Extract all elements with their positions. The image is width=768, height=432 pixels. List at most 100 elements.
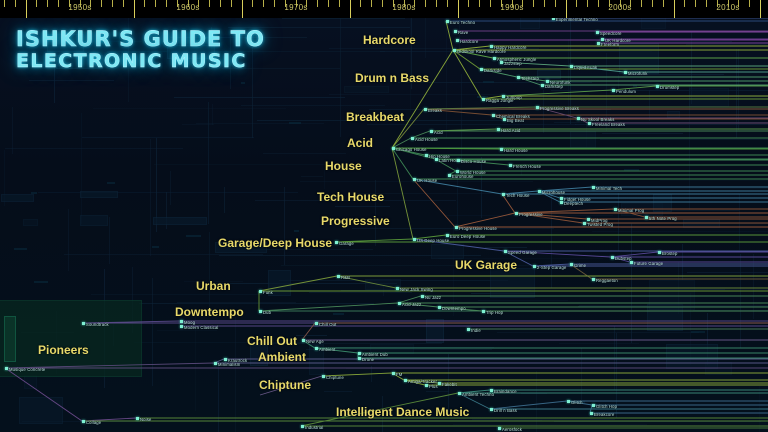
genre-edge (334, 238, 414, 243)
category-label-urban[interactable]: Urban (196, 279, 231, 293)
category-label-house[interactable]: House (325, 159, 362, 173)
genre-node-label: Trip Hop (486, 310, 504, 315)
genre-edge (4, 367, 137, 422)
genre-node-label: Fidget House (564, 197, 591, 202)
genre-node-marker (82, 420, 85, 423)
category-label-ambient[interactable]: Ambient (258, 350, 306, 364)
genre-node-label: Tech House (506, 193, 530, 198)
genre-node-marker (592, 186, 595, 189)
genre-node-marker (413, 178, 416, 181)
genre-node-marker (214, 362, 217, 365)
genre-node-marker (302, 339, 305, 342)
genre-node-marker (482, 98, 485, 101)
genre-node-marker (435, 158, 438, 161)
category-label-hardcore[interactable]: Hardcore (363, 33, 416, 47)
category-label-drum-n-bass[interactable]: Drum n Bass (355, 71, 430, 85)
genre-node-marker (658, 251, 661, 254)
genre-node-marker (497, 128, 500, 131)
genre-node-label: Krautrock (228, 358, 248, 363)
genre-node-marker (456, 39, 459, 42)
genre-node-label: Musique Concrete (9, 367, 46, 372)
genre-node-marker (396, 287, 399, 290)
genre-node-label: Nu Skool Breaks (581, 117, 615, 122)
genre-node-label: Drone (362, 357, 375, 362)
genre-node-marker (583, 222, 586, 225)
category-label-uk-garage[interactable]: UK Garage (455, 258, 518, 272)
genre-edge (259, 375, 323, 396)
genre-node-label: Indie (471, 328, 481, 333)
genre-node-label: FM (396, 372, 403, 377)
genre-node-label: Speed Garage (508, 250, 538, 255)
genre-node-label: Nu Jazz (425, 295, 442, 300)
genre-node-marker (538, 190, 541, 193)
genre-node-marker (82, 322, 85, 325)
genre-node-marker (259, 310, 262, 313)
page-title: ISHKUR'S GUIDE TO ELECTRONIC MUSIC (16, 28, 265, 71)
genre-node-label: Reggaeton (596, 278, 618, 283)
genre-node-label: Acid Jazz (402, 302, 422, 307)
category-label-tech-house[interactable]: Tech House (317, 190, 385, 204)
genre-node-marker (541, 84, 544, 87)
genre-node-label: New Jack Swing (400, 287, 433, 292)
genre-node-label: Chiptune (326, 375, 344, 380)
genre-node-label: Twisted Prog (587, 222, 614, 227)
category-label-progressive[interactable]: Progressive (321, 214, 390, 228)
genre-node-label: Chill Out (319, 322, 337, 327)
genre-node-marker (458, 392, 461, 395)
genre-node-label: Disco House (461, 159, 487, 164)
genre-node-label: Happy Hardcore (494, 45, 527, 50)
genre-node-label: Aerosfock (502, 427, 522, 432)
genre-node-marker (509, 164, 512, 167)
genre-node-label: Acid House (415, 137, 438, 142)
category-label-chill-out[interactable]: Chill Out (247, 334, 297, 348)
category-label-breakbeat[interactable]: Breakbeat (346, 110, 405, 124)
genre-node-marker (438, 306, 441, 309)
genre-node-marker (570, 65, 573, 68)
genre-node-marker (136, 417, 139, 420)
genre-node-marker (560, 197, 563, 200)
genre-node-label: Ragga Jungle (486, 98, 514, 103)
genre-node-label: UK House (417, 178, 438, 183)
genre-node-marker (430, 130, 433, 133)
genre-node-marker (492, 114, 495, 117)
genre-node-marker (259, 290, 262, 293)
genre-edge (423, 108, 768, 116)
genre-node-label: New Age (306, 339, 324, 344)
genre-node-marker (358, 352, 361, 355)
genre-node-marker (624, 71, 627, 74)
genre-node-marker (500, 61, 503, 64)
genre-node-label: 2-Step Garage (537, 265, 567, 270)
category-label-chiptune[interactable]: Chiptune (259, 378, 311, 392)
category-label-pioneers[interactable]: Pioneers (38, 343, 89, 357)
genre-edge (403, 379, 768, 386)
genre-edge (321, 372, 768, 377)
genre-edge (499, 61, 768, 67)
genre-node-label: Euro Techno (450, 20, 476, 25)
category-label-acid[interactable]: Acid (347, 136, 374, 150)
genre-node-marker (503, 118, 506, 121)
genre-node-label: Deeptech (564, 201, 584, 206)
genre-node-label: Jazzstep (504, 61, 522, 66)
genre-edge (514, 212, 768, 224)
category-label-intelligent-dance-music[interactable]: Intelligent Dance Music (336, 405, 470, 419)
category-label-garage-deep-house[interactable]: Garage/Deep House (218, 236, 333, 250)
genre-edge (4, 362, 215, 369)
genre-edge (410, 130, 768, 139)
genre-node-marker (533, 265, 536, 268)
genre-node-marker (337, 275, 340, 278)
genre-node-marker (493, 57, 496, 60)
genre-node-label: French House (513, 164, 542, 169)
genre-node-label: MidProg (591, 218, 608, 223)
decade-label-1960s: 1960s (176, 3, 200, 12)
genre-node-label: Eurohouse (452, 174, 474, 179)
genre-edge (447, 170, 768, 176)
category-label-downtempo[interactable]: Downtempo (175, 305, 244, 319)
genre-node-marker (448, 174, 451, 177)
genre-node-label: Jumpup (506, 95, 522, 100)
genre-node-label: Darkside (484, 68, 502, 73)
genre-node-marker (392, 147, 395, 150)
genre-node-label: Industrial (305, 425, 324, 430)
decade-label-1970s: 1970s (284, 3, 308, 12)
